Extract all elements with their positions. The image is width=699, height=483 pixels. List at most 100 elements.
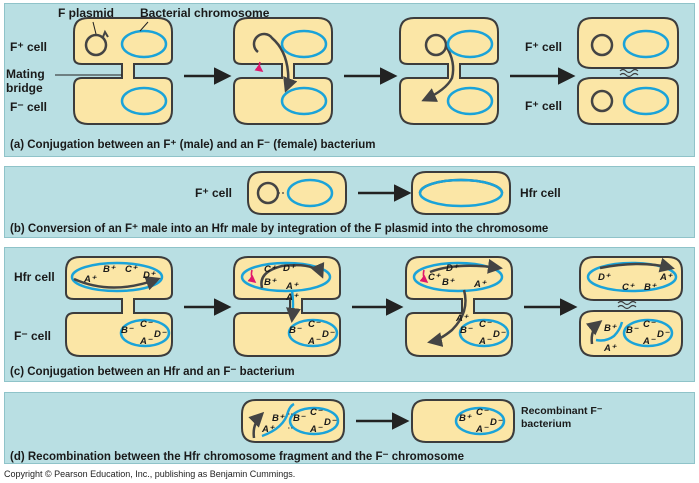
mated-cell-pair (233, 17, 333, 125)
gene-label: D⁺ (446, 263, 459, 274)
recipient-chromosome (622, 318, 674, 348)
gene-label: D⁻ (324, 417, 337, 428)
panel-c-stage4 (579, 256, 683, 357)
cell (411, 399, 515, 443)
gene-label: B⁻ (460, 325, 473, 336)
integrated-f (73, 276, 161, 291)
recombinant-label: bacterium (521, 418, 571, 430)
gene-label: B⁺ (459, 413, 472, 424)
gene-label: A⁻ (309, 424, 323, 435)
hfr-fragment (261, 402, 295, 438)
chromosome (446, 29, 494, 59)
gene-label: C⁻ (310, 407, 323, 418)
gene-label: D⁺ (283, 263, 296, 274)
fragment-strand (248, 411, 265, 439)
gene-label: C⁻ (140, 319, 153, 330)
panel-a-stage2 (233, 17, 333, 125)
mating-bridge-label: Mating (6, 67, 45, 81)
recipient-chromosome (119, 318, 171, 348)
f-plasmid (590, 33, 614, 57)
transferred-strand (427, 289, 467, 347)
panel-b-after (411, 171, 511, 215)
gene-label: D⁺ (598, 272, 611, 283)
gene-label: D⁻ (657, 329, 670, 340)
panel-c-stage1 (65, 256, 173, 357)
chromosome (622, 86, 670, 116)
chromosome (446, 86, 494, 116)
gene-label: A⁺ (455, 313, 469, 324)
gene-label: D⁻ (490, 417, 503, 428)
caption-a: (a) Conjugation between an F⁺ (male) and… (10, 139, 376, 151)
f-minus-cell-label: F⁻ cell (14, 329, 51, 343)
f-plasmid (590, 89, 614, 113)
recipient-chromosome (287, 318, 339, 348)
panel-a-stage4 (577, 17, 679, 125)
gene-label: D⁻ (154, 329, 167, 340)
gene-label: C⁺ (428, 272, 441, 283)
gene-label: C⁺ (264, 264, 277, 275)
gene-label: A⁻ (478, 336, 492, 347)
gene-label: A⁺ (83, 274, 97, 285)
plasmid-unrolling (252, 32, 298, 93)
origin-marker (419, 269, 429, 284)
recipient-chromosome (458, 318, 510, 348)
recipient-chromosome (288, 406, 340, 436)
chromosome (418, 178, 504, 208)
gene-label: B⁺ (604, 323, 617, 334)
gene-label: D⁻ (322, 329, 335, 340)
gene-label: B⁺ (442, 277, 455, 288)
gene-label: A⁺ (285, 292, 299, 303)
gene-label: B⁻ (293, 413, 306, 424)
gene-label: A⁻ (307, 336, 321, 347)
bridge-remnant (617, 300, 637, 310)
leader-line (139, 21, 149, 32)
panel-c-stage3 (405, 256, 513, 357)
gene-label: A⁺ (285, 281, 299, 292)
copyright-notice: Copyright © Pearson Education, Inc., pub… (4, 469, 296, 479)
f-plasmid-label: F plasmid (58, 6, 114, 20)
fragment-strand (585, 320, 603, 345)
hfr-cell-label: Hfr cell (14, 270, 55, 284)
panel-d-before (241, 399, 345, 443)
gene-label: B⁺ (644, 282, 657, 293)
chromosome (120, 29, 168, 59)
replicating-strand (260, 262, 325, 289)
gene-label: B⁺ (264, 277, 277, 288)
caption-b: (b) Conversion of an F⁺ male into an Hfr… (10, 223, 548, 235)
gene-label: A⁺ (659, 272, 673, 283)
panel-b-before (247, 171, 347, 215)
replicating-strand (599, 257, 675, 273)
gene-label: A⁻ (642, 336, 656, 347)
hfr-cell-label: Hfr cell (520, 186, 561, 200)
gene-label: B⁺ (103, 264, 116, 275)
gene-label: A⁻ (139, 336, 153, 347)
bacterial-chromosome-label: Bacterial chromosome (140, 6, 270, 20)
gene-label: A⁻ (475, 424, 489, 435)
f-plus-cell-label: F⁺ cell (10, 40, 47, 54)
chromosome (280, 29, 328, 59)
f-plasmid (424, 33, 448, 57)
recombinant-label: Recombinant F⁻ (521, 405, 603, 417)
panel-b (4, 166, 695, 238)
gene-label: C⁻ (479, 319, 492, 330)
gene-label: B⁻ (626, 325, 639, 336)
chromosome (280, 86, 328, 116)
panel-d-after (411, 399, 515, 443)
chromosome (120, 86, 168, 116)
chromosome (286, 178, 334, 208)
transferred-strand (286, 289, 301, 323)
f-plasmid (84, 33, 108, 57)
hfr-chromosome (240, 261, 332, 293)
gene-label: C⁻ (476, 407, 489, 418)
gene-label: B⁺ (272, 413, 285, 424)
panel-a-stage1 (55, 17, 173, 125)
f-plus-cell-label: F⁺ cell (195, 186, 232, 200)
gene-label: B⁻ (121, 325, 134, 336)
gene-label: A⁺ (603, 343, 617, 354)
f-minus-cell-label: F⁻ cell (10, 100, 47, 114)
gene-label: D⁺ (143, 270, 156, 281)
mating-bridge-label: bridge (6, 81, 43, 95)
f-plus-cell-label: F⁺ cell (525, 40, 562, 54)
